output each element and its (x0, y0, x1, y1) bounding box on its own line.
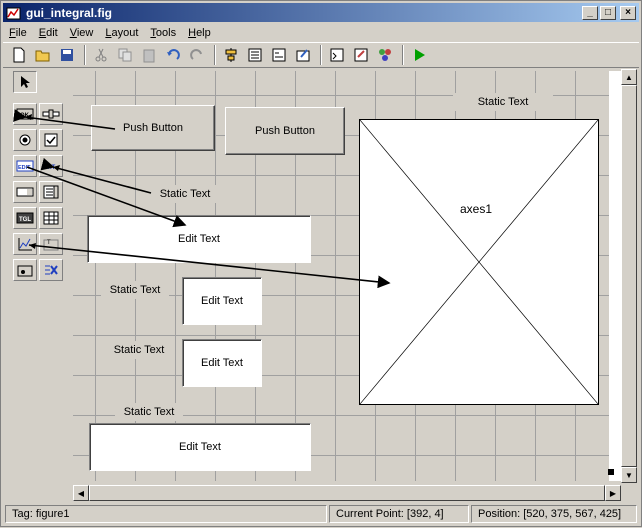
select-tool-icon[interactable] (13, 71, 37, 93)
scroll-up-icon[interactable]: ▲ (621, 69, 637, 85)
svg-text:EDIT: EDIT (18, 165, 31, 171)
status-tag: Tag: figure1 (5, 505, 327, 523)
window-title: gui_integral.fig (26, 5, 113, 20)
status-position: Position: [520, 375, 567, 425] (471, 505, 637, 523)
open-icon[interactable] (33, 45, 53, 65)
toolbar-editor-icon[interactable] (293, 45, 313, 65)
redo-icon[interactable] (187, 45, 207, 65)
copy-icon[interactable] (115, 45, 135, 65)
push-button-2[interactable]: Push Button (225, 107, 345, 155)
horizontal-scroll-thumb[interactable] (89, 485, 605, 501)
toolbar-separator (402, 45, 404, 65)
undo-icon[interactable] (163, 45, 183, 65)
object-browser-icon[interactable] (375, 45, 395, 65)
component-palette: OK EDIT TXT TGL T (13, 71, 69, 287)
edit-text-4[interactable]: Edit Text (89, 423, 311, 471)
text-tool-icon[interactable]: TXT (39, 155, 63, 177)
axes-placeholder-cross (360, 120, 598, 404)
svg-text:T: T (47, 240, 51, 246)
menu-bar: File Edit View Layout Tools Help (3, 23, 639, 42)
menu-layout[interactable]: Layout (105, 26, 139, 39)
status-bar: Tag: figure1 Current Point: [392, 4] Pos… (3, 504, 639, 524)
minimize-button[interactable]: _ (582, 5, 598, 20)
svg-text:TXT: TXT (44, 165, 56, 171)
canvas-margin (609, 71, 621, 481)
togglebutton-tool-icon[interactable]: TGL (13, 207, 37, 229)
tab-order-icon[interactable] (269, 45, 289, 65)
listbox-tool-icon[interactable] (39, 181, 63, 203)
buttongroup-tool-icon[interactable] (13, 259, 37, 281)
static-text-1[interactable]: Static Text (149, 185, 221, 203)
axes1[interactable]: axes1 (359, 119, 599, 405)
menu-editor-icon[interactable] (245, 45, 265, 65)
paste-icon[interactable] (139, 45, 159, 65)
resize-handle[interactable] (608, 469, 614, 475)
save-icon[interactable] (57, 45, 77, 65)
layout-canvas[interactable]: Push Button Push Button Static Text axes… (73, 71, 609, 481)
align-icon[interactable] (221, 45, 241, 65)
menu-help[interactable]: Help (188, 26, 211, 39)
axes-tool-icon[interactable] (13, 233, 37, 255)
m-file-editor-icon[interactable] (327, 45, 347, 65)
menu-file[interactable]: File (9, 26, 27, 39)
close-button[interactable]: × (620, 5, 636, 20)
checkbox-tool-icon[interactable] (39, 129, 63, 151)
slider-tool-icon[interactable] (39, 103, 63, 125)
push-button-1[interactable]: Push Button (91, 105, 215, 151)
radiobutton-tool-icon[interactable] (13, 129, 37, 151)
cut-icon[interactable] (91, 45, 111, 65)
axes-label: axes1 (460, 202, 493, 216)
status-current-point: Current Point: [392, 4] (329, 505, 469, 523)
static-text-2[interactable]: Static Text (101, 281, 169, 299)
static-text-top-right[interactable]: Static Text (453, 93, 553, 111)
toolbar-separator (320, 45, 322, 65)
static-text-3[interactable]: Static Text (107, 341, 171, 359)
run-icon[interactable] (409, 45, 429, 65)
toolbar-separator (214, 45, 216, 65)
popupmenu-tool-icon[interactable] (13, 181, 37, 203)
menu-tools[interactable]: Tools (150, 26, 177, 39)
table-tool-icon[interactable] (39, 207, 63, 229)
scroll-left-icon[interactable]: ◀ (73, 485, 89, 501)
scroll-right-icon[interactable]: ▶ (605, 485, 621, 501)
figure-icon (6, 7, 21, 19)
vertical-scroll-thumb[interactable] (621, 85, 637, 467)
title-bar[interactable]: gui_integral.fig _ □ × (3, 3, 639, 22)
maximize-button[interactable]: □ (600, 5, 616, 20)
static-text-4[interactable]: Static Text (115, 403, 183, 421)
menu-view[interactable]: View (69, 26, 94, 39)
toolbar (3, 42, 639, 68)
horizontal-scrollbar[interactable]: ◀ ▶ (73, 485, 621, 501)
edit-tool-icon[interactable]: EDIT (13, 155, 37, 177)
pushbutton-tool-icon[interactable]: OK (13, 103, 37, 125)
edit-text-1[interactable]: Edit Text (87, 215, 311, 263)
activex-tool-icon[interactable] (39, 259, 63, 281)
svg-text:OK: OK (20, 113, 30, 119)
new-icon[interactable] (9, 45, 29, 65)
edit-text-2[interactable]: Edit Text (182, 277, 262, 325)
menu-edit[interactable]: Edit (38, 26, 58, 39)
edit-text-3[interactable]: Edit Text (182, 339, 262, 387)
svg-text:TGL: TGL (19, 217, 31, 223)
scroll-down-icon[interactable]: ▼ (621, 467, 637, 483)
property-inspector-icon[interactable] (351, 45, 371, 65)
vertical-scrollbar[interactable]: ▲ ▼ (621, 69, 637, 483)
panel-tool-icon[interactable]: T (39, 233, 63, 255)
toolbar-separator (84, 45, 86, 65)
